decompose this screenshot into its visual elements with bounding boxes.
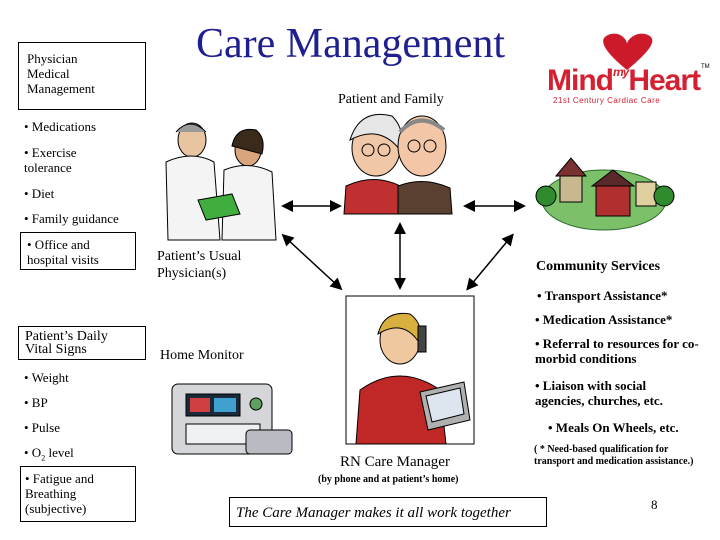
community-item-meals: • Meals On Wheels, etc. <box>548 420 679 435</box>
physician-box-line1: Physician <box>27 51 78 66</box>
vital-o2-sub: 2 <box>41 453 46 463</box>
rn-subtitle: (by phone and at patient’s home) <box>318 474 459 485</box>
community-item-medication: • Medication Assistance* <box>535 312 673 327</box>
logo-heart: Heart <box>628 64 701 97</box>
page-number: 8 <box>651 497 658 512</box>
community-item-liaison: • Liaison with social agencies, churches… <box>535 378 663 408</box>
home-monitor-label: Home Monitor <box>160 348 244 363</box>
slide-title: Care Management <box>196 21 506 67</box>
physician-box: Physician Medical Management <box>18 42 146 110</box>
community-town-illustration <box>535 157 675 231</box>
logo-heart-icon <box>603 33 653 70</box>
vital-o2-prefix: • O <box>24 445 42 460</box>
home-monitor-illustration <box>171 383 293 455</box>
vital-item-bp: • BP <box>24 395 48 410</box>
logo-my: my <box>612 65 629 79</box>
physician-item-exercise: • Exercise tolerance <box>24 145 77 175</box>
rn-nurse-illustration <box>345 295 475 445</box>
doctors-illustration <box>165 122 277 241</box>
logo-wordmark: MindmyHeart <box>547 64 701 98</box>
community-item-transport: • Transport Assistance* <box>537 288 668 303</box>
physician-box-line3: Management <box>27 81 95 96</box>
logo-tagline: 21st Century Cardiac Care <box>553 96 661 105</box>
vital-item-weight: • Weight <box>24 370 69 385</box>
physician-item-medications: • Medications <box>24 119 97 134</box>
logo: MindmyHeart TM 21st Century Cardiac Care <box>545 30 715 105</box>
logo-mind: Mind <box>547 64 614 97</box>
fatigue-box: • Fatigue and Breathing (subjective) <box>20 466 136 522</box>
community-note: ( * Need-based qualification for transpo… <box>534 444 694 467</box>
vital-item-fatigue: • Fatigue and Breathing (subjective) <box>25 471 94 516</box>
vital-signs-box: Patient’s Daily Vital Signs <box>18 326 146 360</box>
vital-box-line2: Vital Signs <box>25 342 87 357</box>
footer-text: The Care Manager makes it all work toget… <box>236 505 511 521</box>
patient-family-label: Patient and Family <box>338 92 444 107</box>
vital-box-line1: Patient’s Daily <box>25 329 108 344</box>
physician-item-family: • Family guidance <box>24 211 119 226</box>
physician-box-line2: Medical <box>27 66 70 81</box>
vital-o2-suffix: level <box>45 445 74 460</box>
vital-item-o2: • O2 level <box>24 445 74 466</box>
patient-family-illustration <box>343 114 453 215</box>
footer-box: The Care Manager makes it all work toget… <box>229 497 547 527</box>
visits-box: • Office and hospital visits <box>20 232 136 270</box>
connection-arrows <box>281 200 526 291</box>
vital-item-pulse: • Pulse <box>24 420 60 435</box>
community-item-referral: • Referral to resources for co-morbid co… <box>535 336 699 366</box>
logo-tm: TM <box>701 64 710 70</box>
usual-physician-label: Patient’s Usual Physician(s) <box>157 249 242 281</box>
community-services-heading: Community Services <box>536 259 661 274</box>
rn-title: RN Care Manager <box>340 454 450 470</box>
physician-item-visits: • Office and hospital visits <box>27 237 99 267</box>
physician-item-diet: • Diet <box>24 186 55 201</box>
